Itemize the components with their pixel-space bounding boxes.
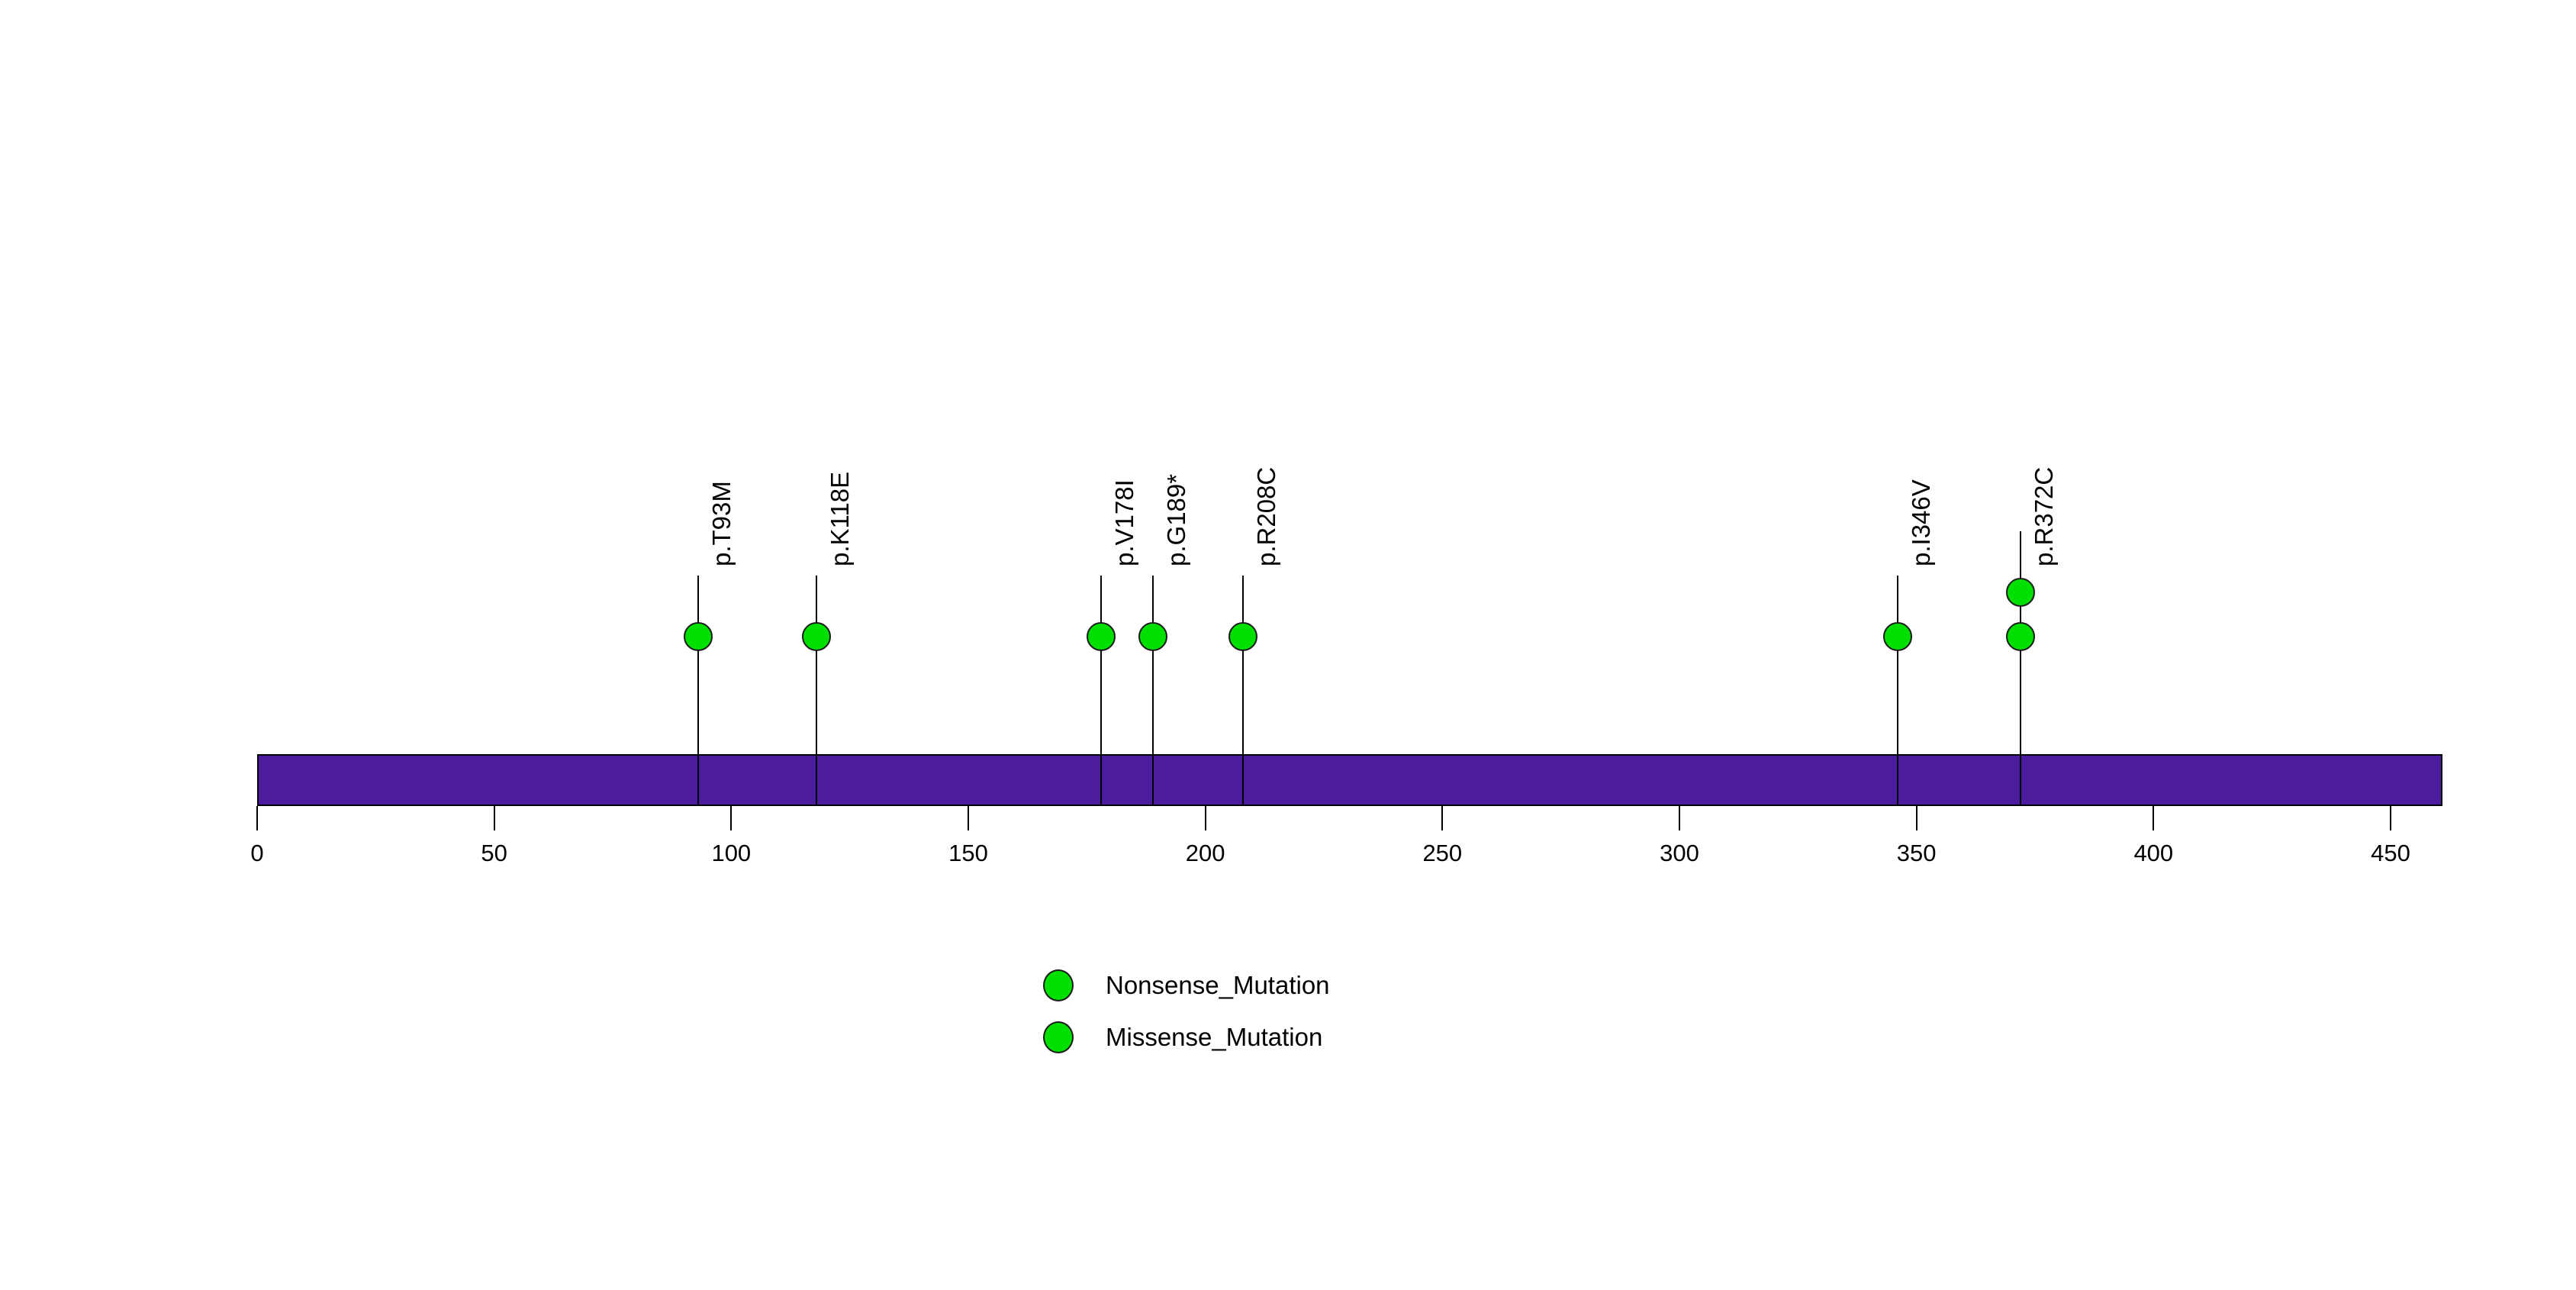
legend-item[interactable]: Missense_Mutation	[1043, 1021, 1322, 1053]
lollipop-stem	[1152, 576, 1154, 806]
axis-tick-label: 250	[1422, 840, 1463, 866]
axis-tick-label: 150	[948, 840, 988, 866]
legend-label: Nonsense_Mutation	[1106, 971, 1330, 999]
mutation-label: p.T93M	[707, 481, 736, 566]
axis-tick	[730, 806, 733, 830]
mutation-label: p.V178I	[1109, 479, 1138, 566]
lollipop-stem	[1100, 576, 1102, 806]
mutation-marker[interactable]	[1138, 622, 1168, 651]
legend-item[interactable]: Nonsense_Mutation	[1043, 969, 1330, 1001]
legend-swatch-circle-icon	[1043, 1021, 1074, 1053]
axis-tick	[967, 806, 969, 830]
mutation-label: p.I346V	[1906, 479, 1935, 566]
axis-tick	[493, 806, 495, 830]
lollipop-stem	[816, 576, 818, 806]
axis-tick-label: 50	[481, 840, 507, 866]
axis-tick-label: 0	[250, 840, 264, 866]
axis-tick-label: 450	[2371, 840, 2410, 866]
axis-tick	[1441, 806, 1444, 830]
axis-tick-label: 200	[1185, 840, 1225, 866]
legend-label: Missense_Mutation	[1106, 1023, 1323, 1051]
mutation-label: p.R372C	[2030, 466, 2059, 566]
protein-backbone-bar	[257, 754, 2443, 806]
lollipop-stem	[697, 576, 699, 806]
lollipop-stem	[1242, 576, 1245, 806]
axis-tick-label: 100	[711, 840, 752, 866]
axis-tick	[2153, 806, 2155, 830]
mutation-marker[interactable]	[1228, 622, 1258, 651]
axis-tick	[1915, 806, 1918, 830]
axis-tick	[1204, 806, 1206, 830]
lollipop-stem	[1896, 576, 1898, 806]
mutation-label: p.G189*	[1162, 473, 1191, 566]
axis-tick-label: 300	[1660, 840, 1699, 866]
mutation-marker[interactable]	[683, 622, 713, 651]
mutation-marker[interactable]	[2006, 622, 2036, 651]
lollipop-stem	[2020, 531, 2022, 806]
mutation-marker[interactable]	[802, 622, 832, 651]
mutation-label: p.K118E	[826, 471, 855, 566]
mutation-marker[interactable]	[1086, 622, 1116, 651]
axis-tick-label: 400	[2133, 840, 2174, 866]
legend-swatch-circle-icon	[1043, 969, 1074, 1001]
axis-tick	[2389, 806, 2391, 830]
mutation-marker[interactable]	[1882, 622, 1912, 651]
mutation-label: p.R208C	[1252, 466, 1281, 566]
axis-tick	[256, 806, 258, 830]
mutation-marker[interactable]	[2006, 578, 2036, 607]
axis-tick	[1678, 806, 1680, 830]
axis-tick-label: 350	[1896, 840, 1937, 866]
